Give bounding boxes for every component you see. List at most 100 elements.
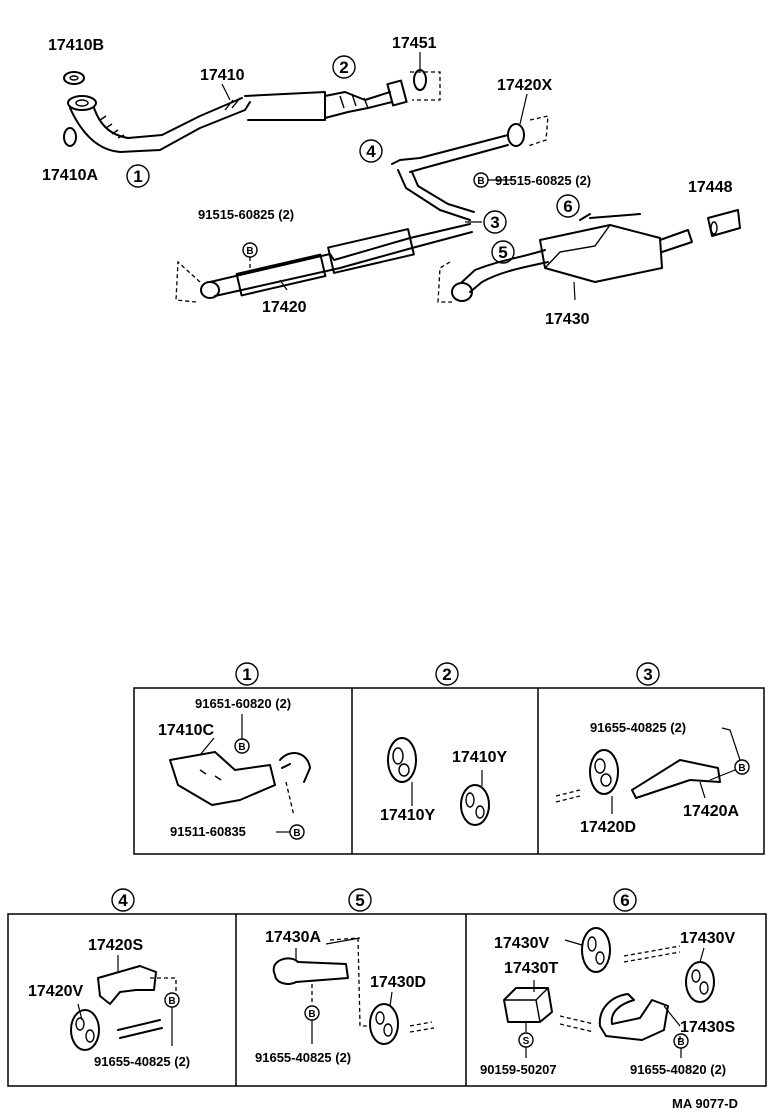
bracket-17430s [598,993,669,1041]
callout-3: 3 [483,210,507,234]
diagram-code: MA 9077-D [672,1096,738,1111]
label-91655-40825-d3: 91655-40825 (2) [590,720,686,735]
svg-text:B: B [293,828,300,839]
svg-text:B: B [238,742,245,753]
label-17430d: 17430D [370,974,426,991]
gasket-17451 [413,69,427,91]
label-17430v-b: 17430V [680,930,735,947]
svg-text:1: 1 [133,167,142,186]
intermediate-pipe-17420 [175,223,473,303]
label-17430: 17430 [545,311,590,328]
svg-text:3: 3 [490,213,499,232]
svg-text:1: 1 [242,665,251,684]
detail-4: 4 17420S 17420V B 91655-40825 (2) [28,888,190,1069]
detail-3: 3 91655-40825 (2) B 17420D 17420A [555,662,750,836]
bracket-17420a [631,759,721,799]
detail-2: 2 17410Y 17410Y [380,662,507,826]
svg-text:3: 3 [643,665,652,684]
bolt-marker-d1-bottom: B [289,824,305,840]
label-17430t: 17430T [504,960,558,977]
label-17410y-b: 17410Y [452,749,507,766]
label-17420d: 17420D [580,819,636,836]
bolt-marker-d5: B [304,1005,320,1021]
bolt-marker-lower: B [242,242,258,272]
svg-text:B: B [308,1009,315,1020]
label-17410b: 17410B [48,37,104,54]
svg-text:B: B [738,763,745,774]
svg-text:5: 5 [355,891,364,910]
front-exhaust-pipe [67,79,408,153]
label-91651-60820: 91651-60820 (2) [195,696,291,711]
detail-2-number: 2 [435,662,459,686]
label-17420v: 17420V [28,983,83,1000]
svg-text:S: S [523,1036,530,1047]
label-17410: 17410 [200,67,245,84]
label-bolt-lower: 91515-60825 (2) [198,207,294,222]
label-90159-50207: 90159-50207 [480,1062,557,1077]
bolt-marker-d6: B [673,1033,689,1049]
hanger-17430d [369,1003,399,1045]
callout-5: 5 [491,240,515,264]
label-17451: 17451 [392,35,437,52]
label-17430a: 17430A [265,929,321,946]
label-91655-40820: 91655-40820 (2) [630,1062,726,1077]
label-17420a: 17420A [683,803,739,820]
callout-1: 1 [126,164,150,188]
label-17410y-a: 17410Y [380,807,435,824]
hanger-17430v-a [581,927,611,973]
svg-text:4: 4 [366,142,376,161]
screw-marker-d6: S [518,1032,534,1048]
detail-row-1-frame [133,687,765,855]
bolt-marker-d3: B [734,759,750,775]
label-17430s: 17430S [680,1019,735,1036]
label-17420s: 17420S [88,937,143,954]
hanger-17420d [589,749,619,795]
bolt-marker-d1-top: B [234,738,250,754]
svg-text:2: 2 [442,665,451,684]
callout-2: 2 [332,55,356,79]
svg-text:5: 5 [498,243,507,262]
bracket-17430a [272,957,349,985]
detail-row-2-frame [7,913,767,1087]
label-91511-60835: 91511-60835 [170,824,246,839]
hanger-17410y-a [387,737,417,783]
detail-6: 6 17430V 17430V 17430T 17430S S 90159-50… [480,888,735,1077]
svg-text:B: B [168,996,175,1007]
label-17420: 17420 [262,299,307,316]
muffler-17430 [437,213,693,303]
bracket-17420s [97,965,157,1005]
detail-4-number: 4 [111,888,135,912]
detail-5: 5 17430A B 17430D 91655-40825 (2) [255,888,435,1065]
svg-text:B: B [477,176,484,187]
detail-3-number: 3 [636,662,660,686]
hanger-17430v-b [685,961,715,1003]
label-17420x: 17420X [497,77,552,94]
svg-text:B: B [677,1037,684,1048]
detail-1-number: 1 [235,662,259,686]
bolt-marker-d4: B [164,992,180,1008]
svg-text:6: 6 [620,891,629,910]
label-bolt-upper: 91515-60825 (2) [495,173,591,188]
detail-6-number: 6 [613,888,637,912]
gasket-17410b [63,71,85,85]
gasket-17410a [63,127,77,147]
label-91655-40825-d4: 91655-40825 (2) [94,1054,190,1069]
label-17448: 17448 [688,179,733,196]
svg-text:B: B [246,246,253,257]
callout-4: 4 [359,139,383,163]
svg-text:2: 2 [339,58,348,77]
detail-5-number: 5 [348,888,372,912]
callout-6: 6 [556,194,580,218]
exhaust-clamp [279,752,311,783]
center-exhaust-pipe [391,115,549,221]
label-17410c: 17410C [158,722,214,739]
label-17410a: 17410A [42,167,98,184]
detail-1: 1 91651-60820 (2) 17410C B 91511-60835 B [158,662,311,840]
support-17430t [503,987,553,1023]
hanger-17420v [70,1009,100,1051]
svg-text:4: 4 [118,891,128,910]
svg-text:6: 6 [563,197,572,216]
label-17430v-a: 17430V [494,935,549,952]
label-91655-40825-d5: 91655-40825 (2) [255,1050,351,1065]
